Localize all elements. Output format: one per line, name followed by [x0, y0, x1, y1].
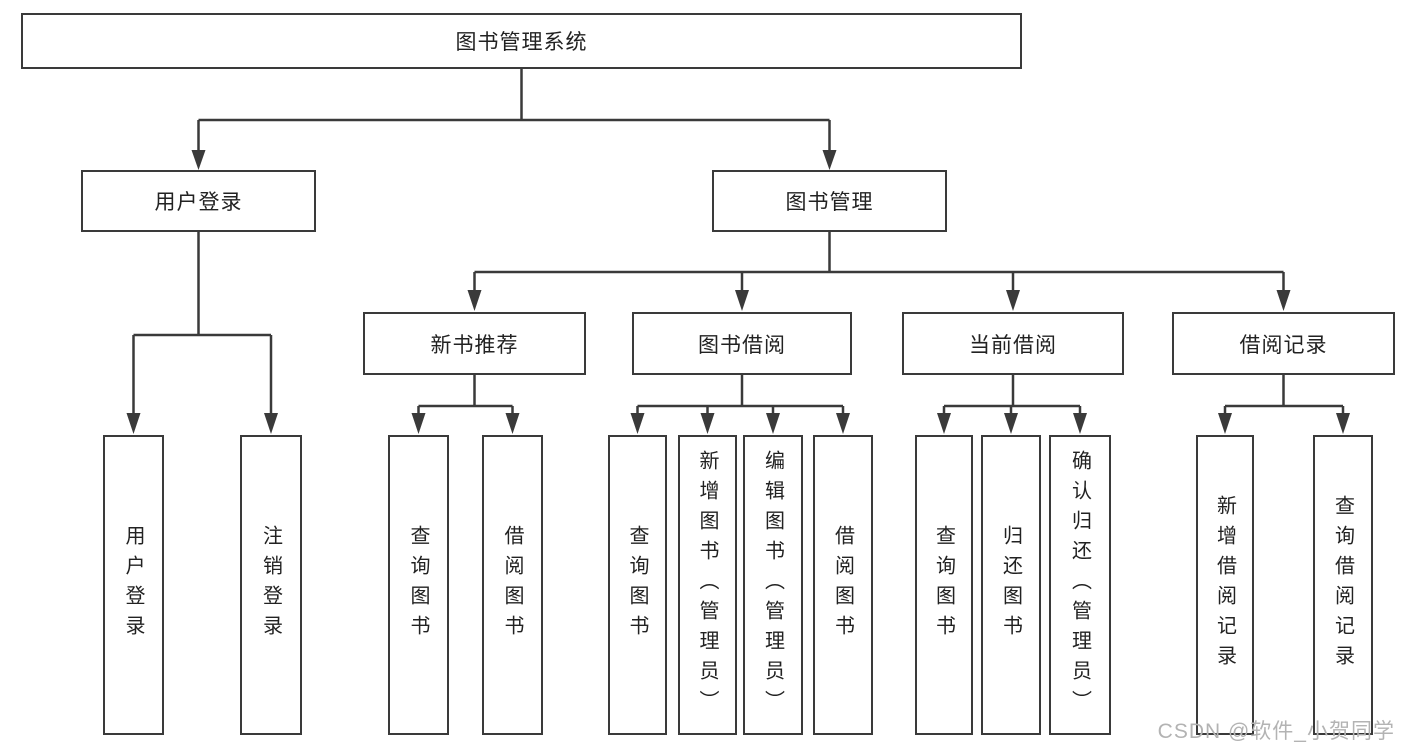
connector-user-login-children: [126, 232, 278, 434]
leaf-user-login: 用户登录: [103, 435, 164, 735]
leaf-query-books-current-label: 查询图书: [932, 525, 955, 645]
node-user-login: 用户登录: [81, 170, 316, 232]
leaf-add-books-admin: 新增图书（管理员）: [678, 435, 737, 735]
node-book-borrowing: 图书借阅: [632, 312, 852, 375]
leaf-add-borrow-record: 新增借阅记录: [1196, 435, 1254, 735]
leaf-borrow-books-borrow: 借阅图书: [813, 435, 873, 735]
leaf-edit-books-admin: 编辑图书（管理员）: [743, 435, 803, 735]
watermark: CSDN @软件_小贺同学: [1157, 720, 1395, 743]
leaf-query-books-newrec: 查询图书: [388, 435, 449, 735]
connector-root-to-level2: [191, 69, 837, 170]
leaf-borrow-books-newrec-label: 借阅图书: [501, 525, 523, 645]
leaf-add-borrow-record-label: 新增借阅记录: [1213, 495, 1236, 675]
leaf-confirm-return-admin: 确认归还（管理员）: [1049, 435, 1111, 735]
node-book-management-system: 图书管理系统: [21, 13, 1022, 69]
leaf-logout-label: 注销登录: [259, 525, 282, 645]
node-new-book-recommendation: 新书推荐: [363, 312, 586, 375]
connector-book-borrow-children: [630, 375, 850, 434]
leaf-query-books-borrow: 查询图书: [608, 435, 667, 735]
leaf-confirm-return-admin-label: 确认归还（管理员）: [1068, 450, 1091, 720]
leaf-borrow-books-borrow-label: 借阅图书: [831, 525, 854, 645]
leaf-edit-books-admin-label: 编辑图书（管理员）: [761, 450, 784, 720]
leaf-user-login-label: 用户登录: [122, 525, 144, 645]
leaf-query-books-borrow-label: 查询图书: [626, 525, 648, 645]
connector-current-borrow-children: [937, 375, 1087, 434]
leaf-query-borrow-record: 查询借阅记录: [1313, 435, 1373, 735]
connector-new-book-rec-children: [411, 375, 520, 434]
leaf-logout: 注销登录: [240, 435, 302, 735]
leaf-return-books: 归还图书: [981, 435, 1041, 735]
node-book-management: 图书管理: [712, 170, 947, 232]
connector-book-mgmt-children: [467, 232, 1291, 311]
leaf-query-borrow-record-label: 查询借阅记录: [1331, 495, 1354, 675]
connector-borrow-records-children: [1218, 375, 1350, 434]
node-borrowing-records: 借阅记录: [1172, 312, 1395, 375]
leaf-query-books-newrec-label: 查询图书: [407, 525, 429, 645]
leaf-borrow-books-newrec: 借阅图书: [482, 435, 543, 735]
leaf-return-books-label: 归还图书: [999, 525, 1022, 645]
leaf-query-books-current: 查询图书: [915, 435, 973, 735]
node-current-borrowing: 当前借阅: [902, 312, 1124, 375]
leaf-add-books-admin-label: 新增图书（管理员）: [696, 450, 718, 720]
